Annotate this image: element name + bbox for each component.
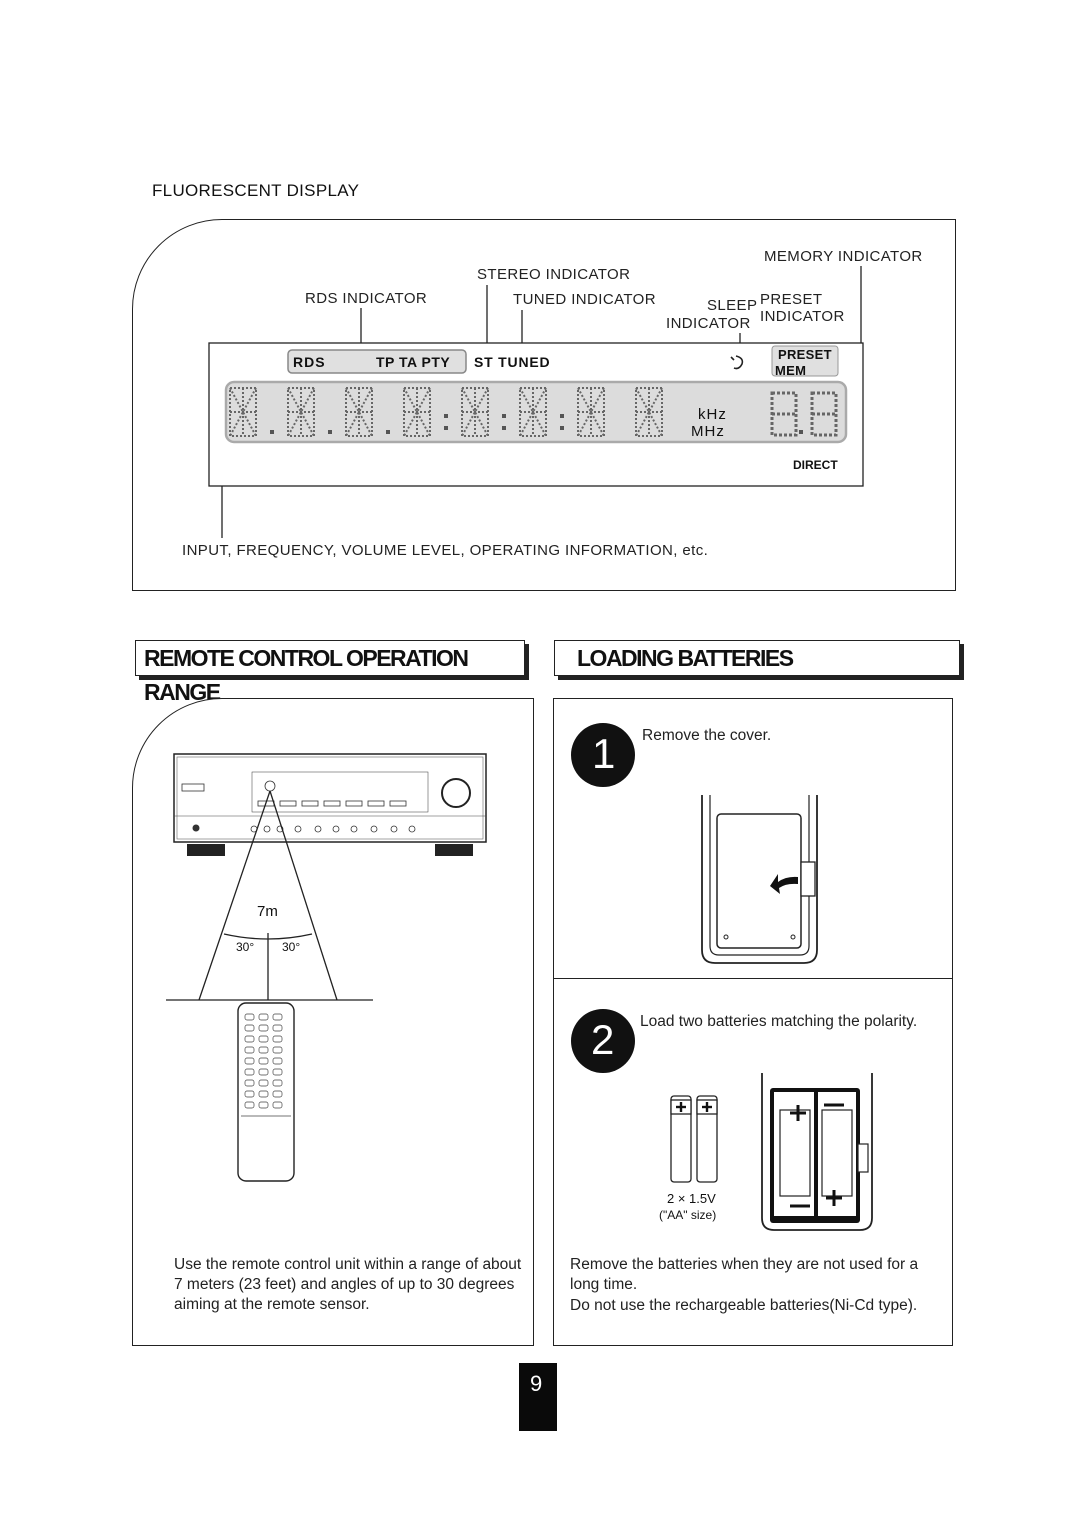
display-rds-text: RDS — [293, 354, 326, 370]
step-2-text: Load two batteries matching the polarity… — [640, 1013, 918, 1030]
page-number-tab — [519, 1363, 557, 1431]
step-2-number: 2 — [591, 1016, 615, 1063]
sleep-indicator-label-line2: INDICATOR — [666, 315, 751, 332]
battery-spec-label: 2 × 1.5V — [667, 1191, 716, 1206]
display-st-tuned-text: ST TUNED — [474, 354, 551, 370]
display-mem-text: MEM — [775, 363, 807, 378]
batteries-note-2: Do not use the rechargeable batteries(Ni… — [570, 1297, 918, 1314]
preset-indicator-label-line2: INDICATOR — [760, 308, 845, 325]
dot-matrix-char — [229, 387, 257, 437]
remote-control-illustration — [237, 1002, 295, 1182]
preset-indicator-label-line1: PRESET — [760, 291, 823, 308]
step-2-badge — [571, 1009, 635, 1073]
range-angle-right-label: 30° — [282, 940, 301, 954]
batteries-note-1: Remove the batteries when they are not u… — [570, 1256, 919, 1293]
display-direct-text: DIRECT — [793, 458, 838, 472]
display-khz-text: kHz — [698, 406, 727, 423]
loading-batteries-title: LOADING BATTERIES — [554, 640, 960, 676]
display-preset-text: PRESET — [778, 347, 832, 362]
remote-range-title: REMOTE CONTROL OPERATION RANGE — [135, 640, 525, 705]
range-distance-label: 7m — [257, 903, 278, 920]
battery-size-label: ("AA" size) — [659, 1208, 717, 1222]
memory-indicator-label: MEMORY INDICATOR — [764, 248, 923, 265]
rds-indicator-label: RDS INDICATOR — [305, 290, 428, 307]
page-number: 9 — [530, 1371, 543, 1396]
remote-range-diagram — [166, 753, 487, 1182]
range-angle-left-label: 30° — [236, 940, 255, 954]
batteries-illustration — [670, 1073, 873, 1231]
step-1-number: 1 — [592, 730, 616, 777]
step-divider — [553, 978, 953, 979]
stereo-indicator-label: STEREO INDICATOR — [477, 266, 631, 283]
tuned-indicator-label: TUNED INDICATOR — [513, 291, 656, 308]
display-tp-ta-pty-text: TP TA PTY — [376, 354, 451, 370]
remote-cover-illustration — [701, 795, 818, 964]
loading-batteries-panel — [553, 698, 953, 1346]
remote-range-instructions: Use the remote control unit within a ran… — [174, 1256, 522, 1313]
step-1-badge — [571, 723, 635, 787]
fluorescent-display-heading: FLUORESCENT DISPLAY — [152, 181, 360, 200]
sleep-indicator-label-line1: SLEEP — [707, 297, 758, 314]
receiver-illustration — [173, 753, 487, 856]
step-1-text: Remove the cover. — [642, 727, 772, 744]
display-info-label: INPUT, FREQUENCY, VOLUME LEVEL, OPERATIN… — [182, 542, 709, 559]
display-mhz-text: MHz — [691, 423, 725, 440]
fluorescent-display-graphic — [208, 266, 864, 538]
